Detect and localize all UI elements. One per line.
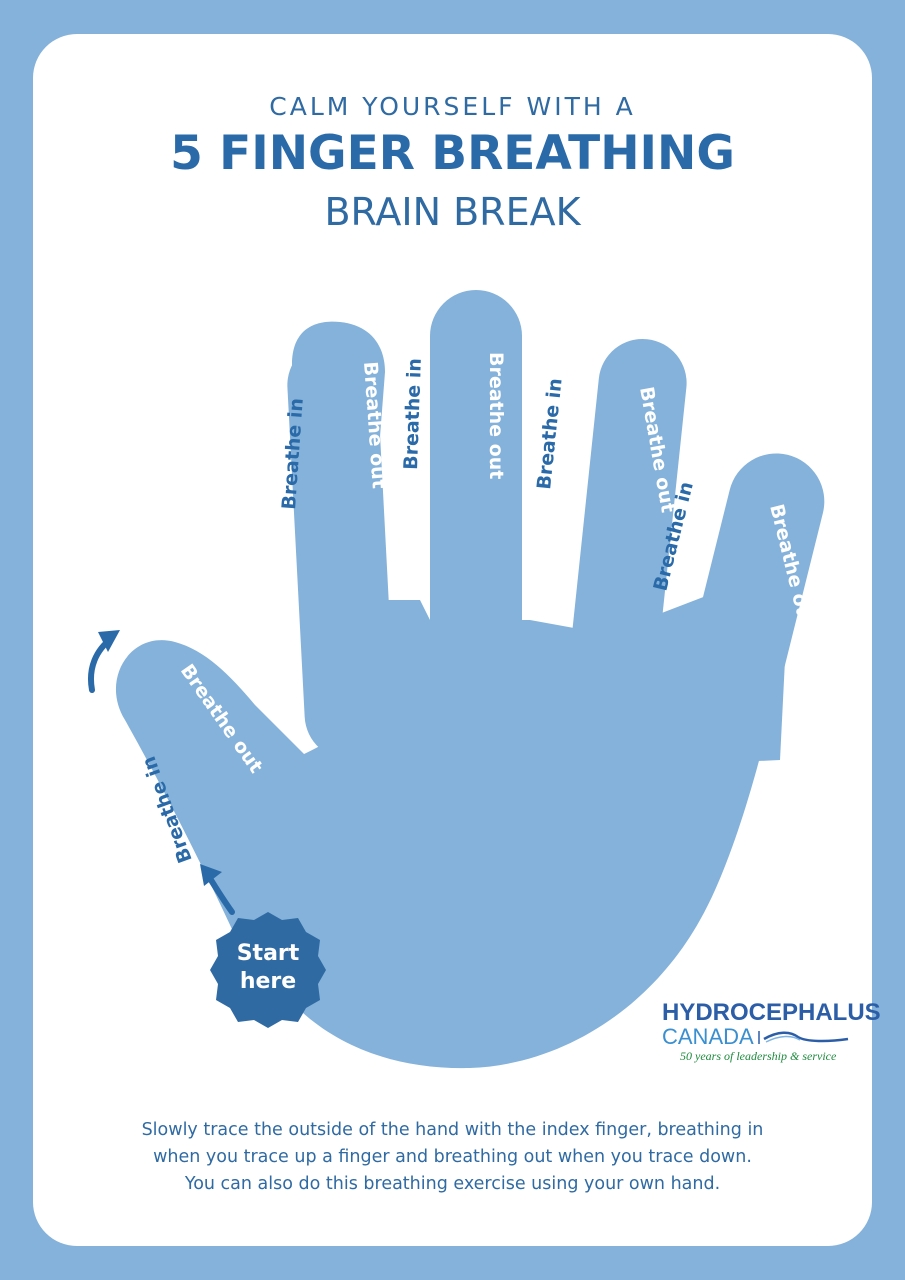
start-badge-shape <box>210 912 326 1028</box>
instructions-line-1: Slowly trace the outside of the hand wit… <box>141 1120 764 1140</box>
instructions-line-2: when you trace up a finger and breathing… <box>153 1147 752 1167</box>
label-ring-in: Breathe in <box>533 377 567 490</box>
logo-country-row: CANADA <box>662 1026 872 1048</box>
arrowhead-lower <box>200 864 222 886</box>
start-label-1: Start <box>237 941 300 966</box>
label-middle-in: Breathe in <box>400 358 426 470</box>
hydrocephalus-canada-logo: HYDROCEPHALUS CANADA 50 years of leaders… <box>662 999 881 1064</box>
arrowheads <box>98 630 222 886</box>
instructions-line-3: You can also do this breathing exercise … <box>184 1174 721 1194</box>
instructions-text: Slowly trace the outside of the hand wit… <box>60 1117 845 1198</box>
title-line-1: CALM YOURSELF WITH A <box>269 92 636 121</box>
start-label-2: here <box>240 969 296 994</box>
hand-shape <box>115 290 825 1069</box>
logo-tagline: 50 years of leadership & service <box>680 1049 837 1063</box>
logo-country: CANADA <box>662 1024 754 1049</box>
wave-icon <box>757 1031 848 1044</box>
thumb <box>115 640 330 980</box>
start-badge: Start here <box>210 912 326 1028</box>
title-line-3: BRAIN BREAK <box>324 190 581 234</box>
arrowhead-upper <box>98 630 120 652</box>
palm-upper <box>330 560 790 780</box>
title-line-2: 5 FINGER BREATHING <box>170 126 735 181</box>
label-middle-out: Breathe out <box>485 352 507 479</box>
logo-name: HYDROCEPHALUS <box>662 999 881 1026</box>
